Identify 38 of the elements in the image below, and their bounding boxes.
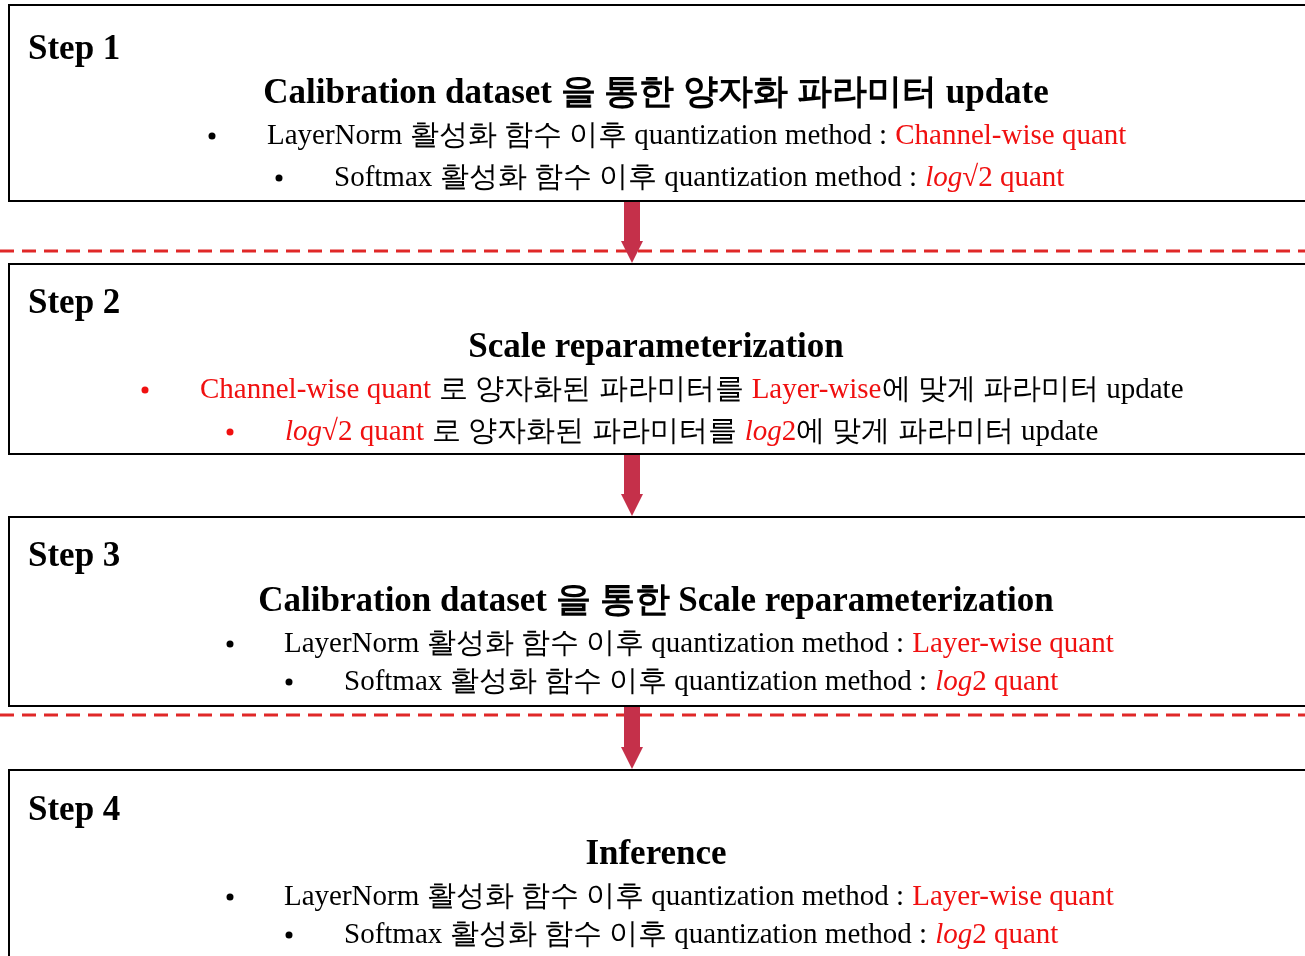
highlighted-text: Layer-wise: [751, 372, 882, 404]
body-text: LayerNorm 활성화 함수 이후 quantization method :: [267, 118, 888, 150]
heading: Inference: [585, 833, 727, 872]
arrow: [621, 202, 643, 263]
step-label: Step 3: [28, 534, 121, 576]
arrow: [621, 455, 643, 516]
body-text: LayerNorm 활성화 함수 이후 quantization method :: [284, 626, 905, 658]
body-text: LayerNorm 활성화 함수 이후 quantization method :: [284, 879, 905, 911]
arrow: [621, 707, 643, 769]
highlighted-text: log√2 quant: [285, 414, 425, 446]
body-text: Softmax 활성화 함수 이후 quantization method :: [334, 160, 918, 192]
highlighted-text: log: [935, 664, 973, 696]
body-text: 로 양자화된 파라미터를: [432, 414, 737, 446]
highlighted-text: Channel-wise quant: [895, 118, 1127, 150]
heading: Scale reparameterization: [468, 326, 844, 365]
body-text: Softmax 활성화 함수 이후 quantization method :: [344, 917, 928, 949]
body-text: Softmax 활성화 함수 이후 quantization method :: [344, 664, 928, 696]
step-box: [8, 263, 1305, 455]
step-box: [8, 4, 1305, 202]
body-text: 에 맞게 파라미터 update: [796, 414, 1099, 446]
highlighted-text: log√2 quant: [925, 160, 1065, 192]
highlighted-text: log: [935, 917, 973, 949]
highlighted-text: log: [744, 414, 782, 446]
step-label: Step 4: [28, 788, 121, 830]
highlighted-text: 2 quant: [972, 664, 1059, 696]
step-label: Step 2: [28, 281, 121, 323]
highlighted-text: 2 quant: [972, 917, 1059, 949]
heading: Calibration dataset 을 통한 양자화 파라미터 update: [263, 72, 1049, 111]
highlighted-text: 2: [781, 414, 797, 446]
highlighted-text: Layer-wise quant: [912, 879, 1114, 911]
body-text: 에 맞게 파라미터 update: [881, 372, 1184, 404]
heading: Calibration dataset 을 통한 Scale reparameterization: [258, 580, 1054, 619]
step-box: [8, 516, 1305, 707]
body-text: 로 양자화된 파라미터를: [439, 372, 744, 404]
highlighted-text: Channel-wise quant: [200, 372, 432, 404]
highlighted-text: Layer-wise quant: [912, 626, 1114, 658]
step-box: [8, 769, 1305, 956]
step-label: Step 1: [28, 27, 121, 69]
